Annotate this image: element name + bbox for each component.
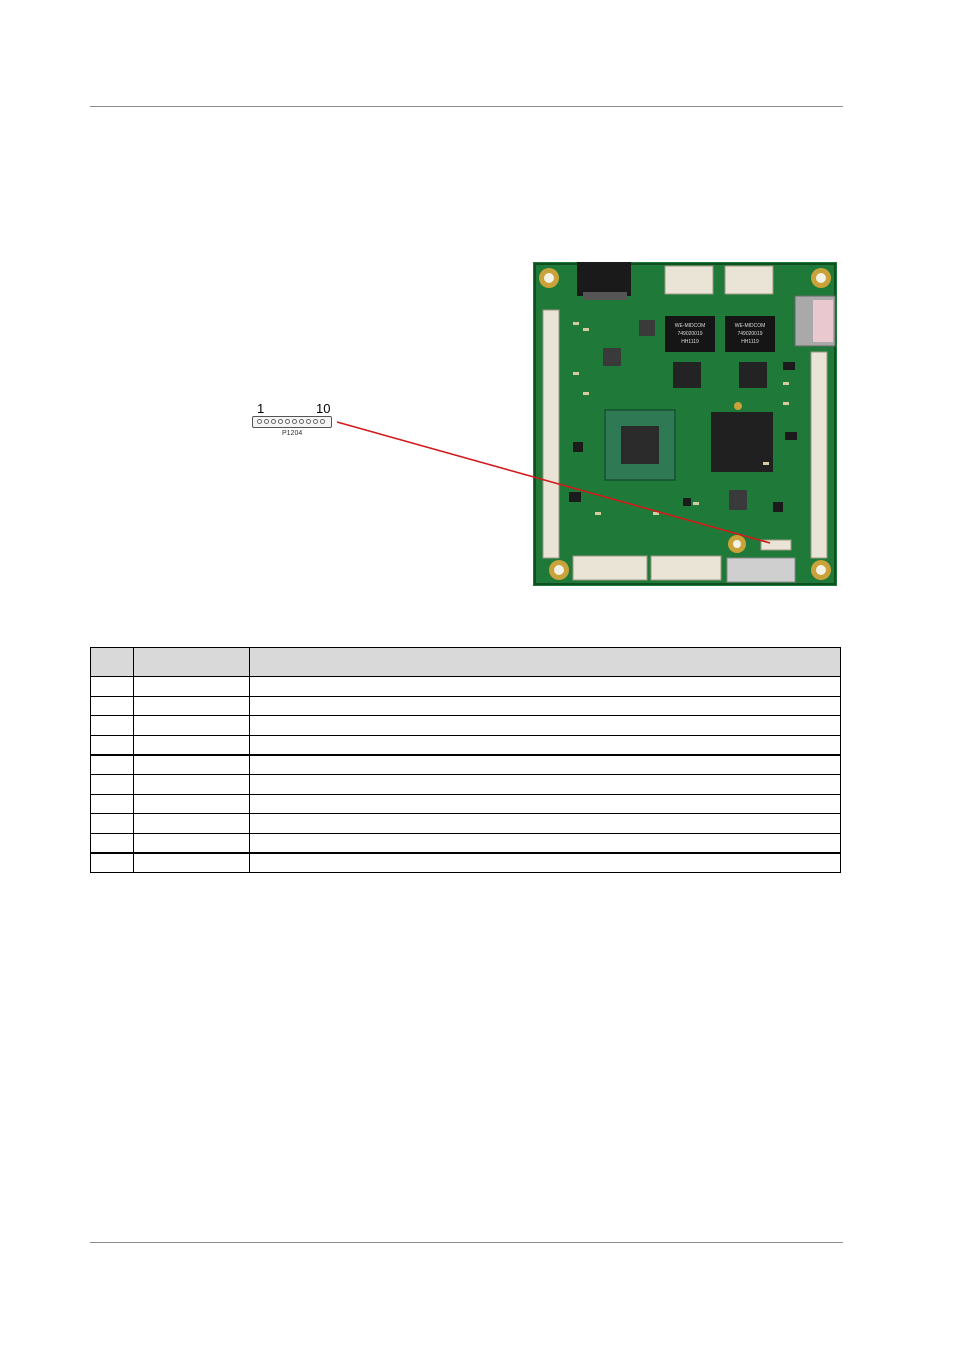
table-row [90, 773, 841, 795]
cell [90, 676, 134, 697]
chip-label: HH1119 [741, 339, 759, 345]
cell [90, 773, 134, 795]
cell [249, 695, 841, 717]
connector-name: P1204 [282, 430, 303, 437]
signal-column-header [133, 647, 250, 677]
cell [133, 676, 250, 697]
table-row [90, 754, 841, 775]
chip-label: WE-MIDCOM [735, 323, 766, 329]
table-row [90, 676, 841, 697]
pin-table [90, 647, 841, 873]
table-row [90, 695, 841, 717]
table-row [90, 734, 841, 756]
connector-diagram: 1 10 P1204 [252, 402, 342, 442]
cpu-die [621, 426, 659, 464]
target-connector [760, 539, 792, 551]
cell [90, 715, 134, 736]
chip-label: 749020019 [677, 331, 702, 337]
connector-pin [299, 419, 304, 424]
table-row [90, 813, 841, 834]
table-row [90, 832, 841, 854]
cell [90, 695, 134, 717]
cell [133, 715, 250, 736]
cell [133, 734, 250, 756]
connector-pin [278, 419, 283, 424]
footer-rule [90, 1242, 843, 1243]
power-connector [577, 262, 631, 296]
magnetics-left: WE-MIDCOM 749020019 HH1119 [665, 316, 715, 352]
cell [249, 813, 841, 834]
cell [249, 773, 841, 795]
connector-pin [285, 419, 290, 424]
cell [133, 793, 250, 815]
table-row [90, 793, 841, 815]
cell [133, 754, 250, 775]
pin-column-header [90, 647, 134, 677]
cell [249, 793, 841, 815]
connector-body [252, 416, 332, 428]
description-column-header [249, 647, 841, 677]
header-rule [90, 106, 843, 107]
connector-pin [292, 419, 297, 424]
cell [90, 813, 134, 834]
connector-last-pin-label: 10 [316, 401, 331, 416]
cell [90, 832, 134, 854]
magnetics-right: WE-MIDCOM 749020019 HH1119 [725, 316, 775, 352]
board-photo: WE-MIDCOM 749020019 HH1119 WE-MIDCOM 749… [533, 262, 837, 586]
mounting-holes [539, 268, 831, 580]
cell [90, 793, 134, 815]
cell [90, 734, 134, 756]
cell [133, 773, 250, 795]
connector-pin [306, 419, 311, 424]
connector-pin [320, 419, 325, 424]
connector-pin [271, 419, 276, 424]
pcb-surface [533, 262, 837, 586]
table-row [90, 852, 841, 873]
cell [249, 754, 841, 775]
chip-label: HH1119 [681, 339, 699, 345]
table-row [90, 715, 841, 736]
cell [249, 832, 841, 854]
cell [249, 715, 841, 736]
connector-pin [264, 419, 269, 424]
table-header-row [90, 647, 841, 677]
cell [133, 852, 250, 873]
cell [249, 734, 841, 756]
cell [249, 676, 841, 697]
cell [249, 852, 841, 873]
chip-label: WE-MIDCOM [675, 323, 706, 329]
cell [133, 813, 250, 834]
connector-pin [313, 419, 318, 424]
connector-pin [257, 419, 262, 424]
cell [90, 754, 134, 775]
cell [90, 852, 134, 873]
chip-label: 749020019 [737, 331, 762, 337]
cell [133, 695, 250, 717]
connector-first-pin-label: 1 [257, 401, 265, 416]
cell [133, 832, 250, 854]
